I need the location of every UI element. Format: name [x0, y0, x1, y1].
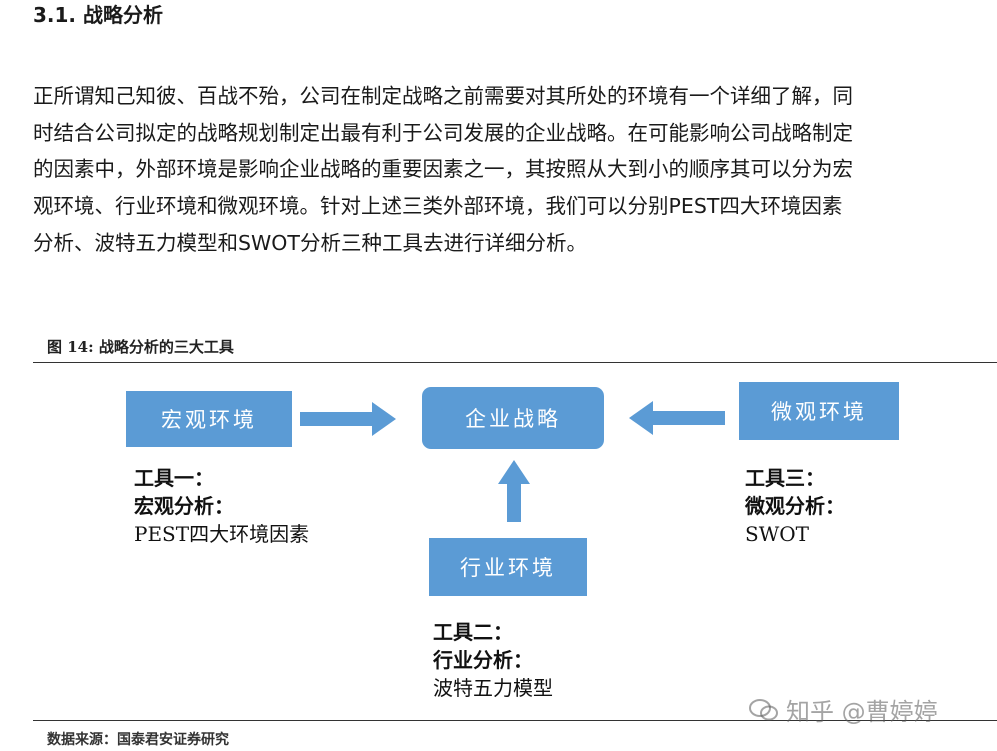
body-paragraph: 正所谓知己知彼、百战不殆，公司在制定战略之前需要对其所处的环境有一个详细了解，同… [33, 78, 993, 262]
paragraph-line: 分析、波特五力模型和SWOT分析三种工具去进行详细分析。 [33, 230, 587, 255]
left-arrow-icon [629, 401, 725, 435]
tool-two-method: 波特五力模型 [433, 676, 553, 700]
tool-two-analysis: 行业分析： [433, 648, 533, 672]
up-arrow-icon [498, 460, 530, 522]
tool-three: 工具三： 微观分析： SWOT [745, 464, 845, 548]
data-source: 数据来源：国泰君安证券研究 [47, 732, 229, 748]
right-arrow-icon [300, 402, 396, 436]
section-title: 3.1. 战略分析 [33, 3, 163, 27]
strategy-tools-figure: 图 14: 战略分析的三大工具 宏观环境 企业战略 微观环境 行业环境 工具一：… [33, 332, 997, 751]
enterprise-strategy-box: 企业战略 [422, 387, 604, 449]
industry-environment-box: 行业环境 [429, 538, 587, 596]
micro-environment-box: 微观环境 [739, 382, 899, 440]
paragraph-line: 观环境、行业环境和微观环境。针对上述三类外部环境，我们可以分别PEST四大环境因… [33, 194, 843, 219]
tool-one-heading: 工具一： [134, 466, 214, 490]
tool-three-method: SWOT [745, 522, 809, 546]
tool-one-method: PEST四大环境因素 [134, 522, 310, 546]
tool-one: 工具一： 宏观分析： PEST四大环境因素 [134, 464, 309, 548]
tool-two-heading: 工具二： [433, 620, 513, 644]
wechat-logo-icon [749, 698, 778, 720]
watermark: 知乎 @曹婷婷 [748, 692, 938, 727]
figure-caption: 图 14: 战略分析的三大工具 [47, 338, 234, 356]
macro-environment-box: 宏观环境 [126, 391, 292, 447]
tool-two: 工具二： 行业分析： 波特五力模型 [433, 618, 553, 702]
tool-one-analysis: 宏观分析： [134, 494, 234, 518]
tool-three-analysis: 微观分析： [745, 494, 845, 518]
paragraph-line: 时结合公司拟定的战略规划制定出最有利于公司发展的企业战略。在可能影响公司战略制定 [33, 120, 853, 145]
caption-divider [33, 362, 997, 363]
source-divider [33, 720, 997, 721]
paragraph-line: 正所谓知己知彼、百战不殆，公司在制定战略之前需要对其所处的环境有一个详细了解，同 [33, 84, 853, 108]
watermark-text: 知乎 @曹婷婷 [786, 698, 938, 726]
tool-three-heading: 工具三： [745, 466, 825, 490]
paragraph-line: 的因素中，外部环境是影响企业战略的重要因素之一，其按照从大到小的顺序其可以分为宏 [33, 157, 853, 182]
